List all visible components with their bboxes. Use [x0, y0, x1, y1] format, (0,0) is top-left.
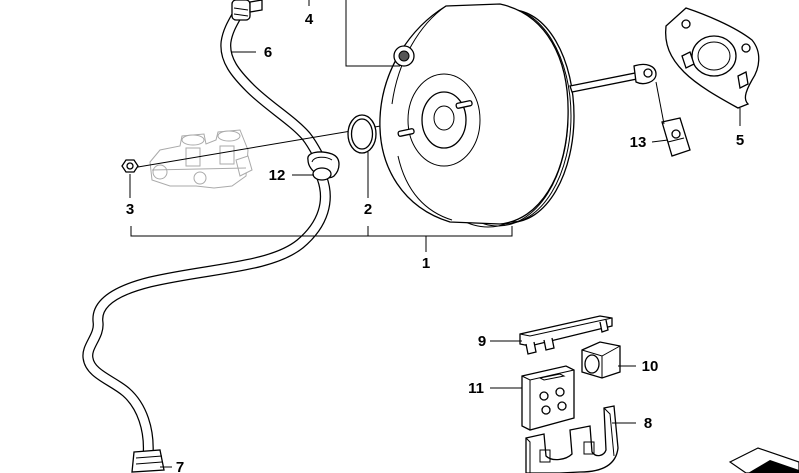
leader-lines [129, 0, 741, 468]
gasket [664, 7, 760, 109]
push-rod [569, 63, 657, 93]
vacuum-hose-upper [220, 0, 328, 168]
part-label-9: 9 [478, 333, 486, 350]
part-label-12: 12 [269, 167, 286, 184]
part-label-10: 10 [642, 358, 659, 375]
part-label-6: 6 [264, 44, 272, 61]
small-bracket [581, 341, 621, 379]
grommet-block [521, 365, 575, 431]
part-label-8: 8 [644, 415, 652, 432]
vacuum-hose-lower [82, 172, 331, 473]
cover-strip [519, 315, 613, 355]
clip [661, 117, 691, 157]
part-label-2: 2 [364, 201, 372, 218]
part-label-5: 5 [736, 132, 744, 149]
part-label-13: 13 [630, 134, 647, 151]
master-cylinder [149, 129, 253, 189]
brake-booster [379, 3, 575, 228]
hose-grommet [307, 151, 340, 181]
nut [121, 159, 139, 173]
o-ring [347, 114, 377, 154]
part-label-11: 11 [468, 380, 484, 397]
diagram-corner-icon [728, 447, 799, 473]
holder [525, 405, 619, 473]
part-label-4: 4 [305, 11, 314, 28]
part-label-3: 3 [126, 201, 134, 218]
part-label-7: 7 [176, 459, 184, 473]
part-label-1: 1 [422, 255, 430, 272]
